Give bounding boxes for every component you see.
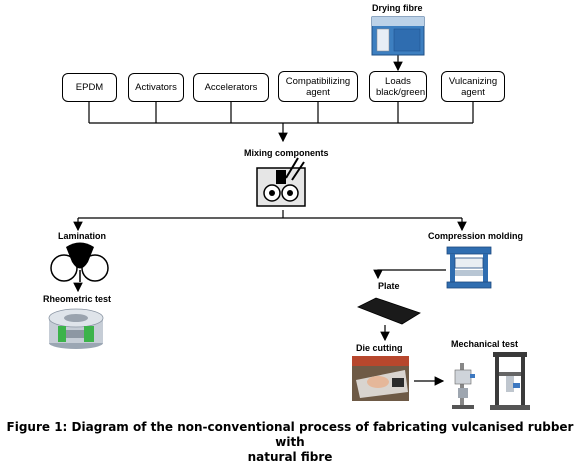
caption-line-1: Figure 1: Diagram of the non-conventiona…: [6, 420, 574, 449]
input-box-vulcanizing-agent: Vulcanizing agent: [441, 71, 505, 102]
die-cutting-photo: [352, 356, 409, 401]
caption-line-2: natural fibre: [247, 450, 333, 464]
drying-fibre-label: Drying fibre: [372, 3, 423, 13]
drying-oven-icon: [371, 16, 425, 56]
input-box-compatibilizing-agent: Compatibilizing agent: [278, 71, 358, 102]
lamination-label: Lamination: [58, 231, 107, 241]
mixing-label: Mixing components: [244, 148, 329, 158]
plate-icon: [357, 297, 421, 325]
input-label: Loads black/green: [376, 75, 426, 98]
input-label: Compatibilizing agent: [285, 75, 351, 98]
input-box-epdm: EPDM: [62, 73, 117, 102]
input-label: EPDM: [75, 82, 104, 93]
mechanical-tester-icon: [452, 352, 530, 410]
input-label: Accelerators: [204, 82, 258, 93]
compression-press-icon: [446, 246, 492, 289]
rheometer-icon: [48, 308, 104, 349]
input-box-activators: Activators: [128, 73, 184, 102]
input-box-loads: Loads black/green: [369, 71, 427, 102]
rheometric-label: Rheometric test: [43, 294, 112, 304]
input-label: Vulcanizing agent: [448, 75, 498, 98]
lamination-icon: [50, 242, 109, 282]
input-connectors: [88, 102, 474, 143]
die-cutting-label: Die cutting: [356, 343, 403, 353]
mixer-icon: [256, 157, 306, 207]
input-label: Activators: [135, 82, 177, 93]
plate-label: Plate: [378, 281, 400, 291]
input-box-accelerators: Accelerators: [193, 73, 269, 102]
mechanical-test-label: Mechanical test: [451, 339, 519, 349]
compression-to-plate-arrow: [373, 269, 446, 280]
compression-label: Compression molding: [428, 231, 524, 241]
branch-connectors: [73, 210, 467, 232]
figure-caption: Figure 1: Diagram of the non-conventiona…: [0, 420, 580, 465]
